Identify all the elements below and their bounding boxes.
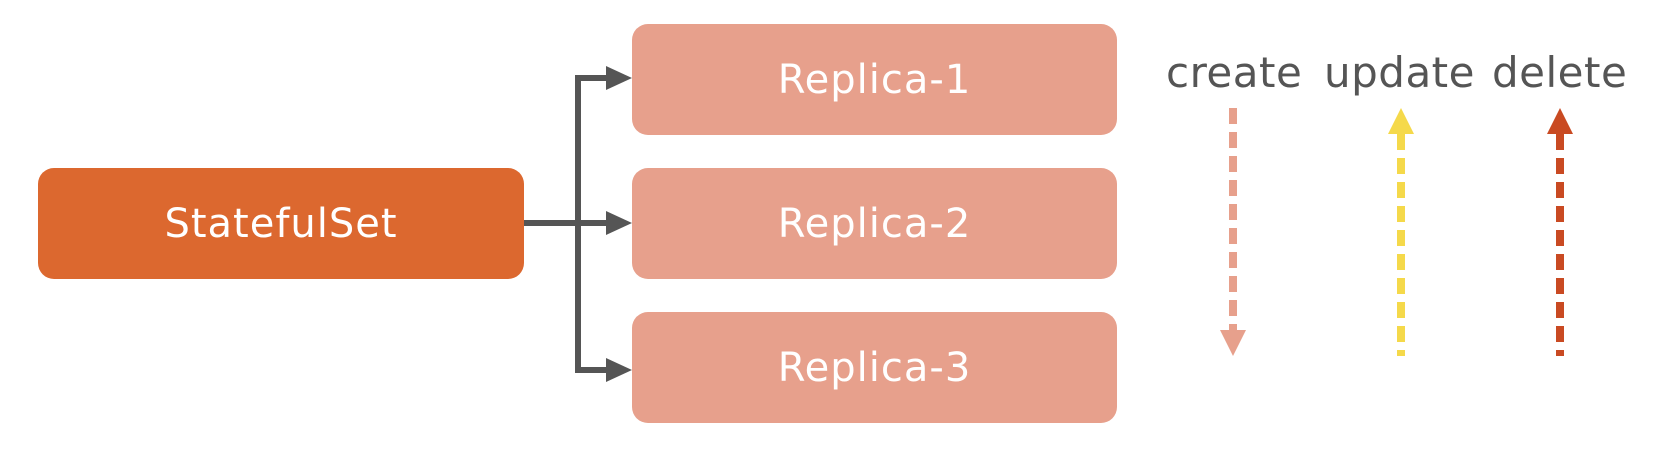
statefulset-label: StatefulSet bbox=[164, 200, 398, 247]
update-label: update bbox=[1324, 48, 1475, 97]
arrowhead-replica-1 bbox=[606, 66, 632, 90]
delete-arrow bbox=[1547, 108, 1573, 356]
create-label: create bbox=[1166, 48, 1303, 97]
replica-3-node: Replica-3 bbox=[632, 312, 1117, 423]
replica-1-label: Replica-1 bbox=[777, 56, 972, 103]
replica-2-label: Replica-2 bbox=[777, 200, 972, 247]
create-arrow bbox=[1220, 108, 1246, 356]
arrowhead-replica-2 bbox=[606, 211, 632, 235]
replica-3-label: Replica-3 bbox=[777, 344, 972, 391]
branch-connector bbox=[524, 75, 610, 373]
statefulset-node: StatefulSet bbox=[38, 168, 524, 279]
replica-2-node: Replica-2 bbox=[632, 168, 1117, 279]
replica-1-node: Replica-1 bbox=[632, 24, 1117, 135]
arrowhead-replica-3 bbox=[606, 358, 632, 382]
delete-label: delete bbox=[1492, 48, 1628, 97]
update-arrow bbox=[1388, 108, 1414, 356]
